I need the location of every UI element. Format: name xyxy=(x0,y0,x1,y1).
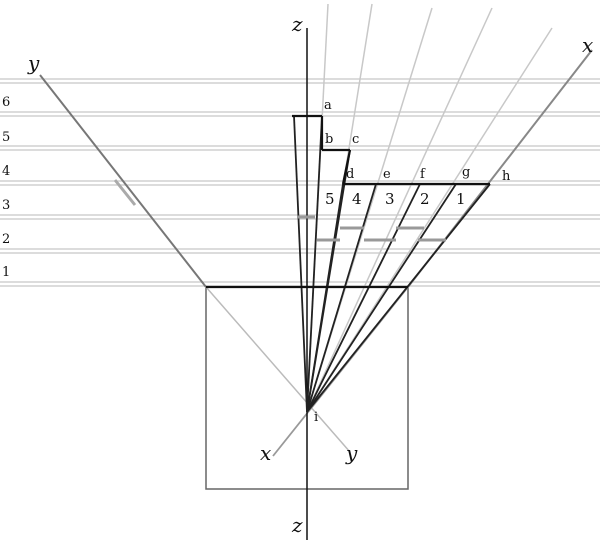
y-axis-label-upper: y xyxy=(27,51,40,75)
y-axis-line-lower xyxy=(205,286,351,453)
x-axis-label-upper: x xyxy=(582,33,593,57)
point-label-c: c xyxy=(352,132,359,147)
fan-ray-4 xyxy=(306,7,493,413)
ray-to-a xyxy=(306,115,323,413)
z-axis-label-top: z xyxy=(291,12,303,36)
x-axis-label-lower: x xyxy=(260,441,271,465)
region-label-4: 4 xyxy=(352,190,362,208)
region-label-2: 2 xyxy=(420,190,430,208)
y-axis-mark xyxy=(113,179,137,206)
point-label-f: f xyxy=(420,167,426,182)
level-label-2: 2 xyxy=(2,232,10,247)
ray-to-e xyxy=(306,183,377,413)
point-label-h: h xyxy=(502,169,511,184)
ray-to-d xyxy=(306,183,344,413)
level-label-5: 5 xyxy=(2,130,10,145)
ray-to-g xyxy=(306,183,457,413)
level-label-3: 3 xyxy=(2,198,10,213)
point-label-e: e xyxy=(383,167,391,182)
point-label-a: a xyxy=(324,98,332,113)
level-label-4: 4 xyxy=(2,164,10,179)
y-axis-label-lower: y xyxy=(345,441,358,465)
sub-steps xyxy=(297,215,446,242)
point-label-b: b xyxy=(325,132,333,147)
ray-left-edge xyxy=(293,115,308,413)
y-axis-line xyxy=(39,74,207,288)
step-riser-c xyxy=(341,149,352,185)
ray-to-h xyxy=(306,183,491,413)
fan-rays-dark xyxy=(293,115,491,413)
point-label-i: i xyxy=(314,410,318,425)
point-label-g: g xyxy=(462,165,470,180)
z-axis-label-bottom: z xyxy=(291,513,303,537)
level-label-1: 1 xyxy=(2,265,10,280)
fan-rays-light xyxy=(306,3,553,413)
ray-to-f xyxy=(306,183,421,413)
staircase xyxy=(206,114,490,289)
region-label-3: 3 xyxy=(385,190,395,208)
region-label-5: 5 xyxy=(325,190,335,208)
region-label-1: 1 xyxy=(456,190,466,208)
level-label-6: 6 xyxy=(2,95,10,110)
point-label-d: d xyxy=(346,167,354,182)
